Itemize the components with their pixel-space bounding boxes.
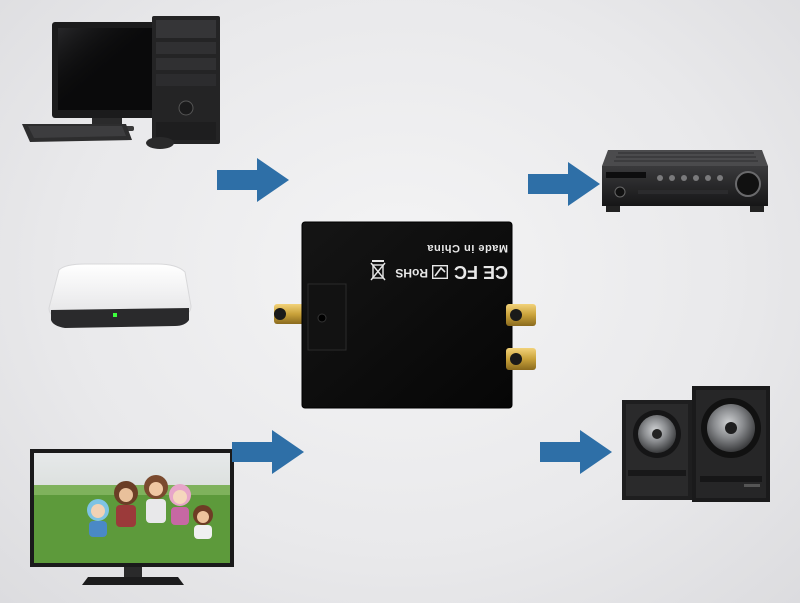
fc-mark: FC	[454, 262, 478, 282]
dac-converter-icon	[272, 216, 540, 412]
television-icon	[28, 445, 238, 590]
rohs-mark: RoHS	[395, 266, 428, 280]
set-top-box-icon	[45, 262, 195, 334]
desktop-computer-icon	[20, 12, 225, 152]
arrow-converter-to-speakers	[540, 430, 612, 474]
recycling-bin-icon	[370, 260, 386, 282]
ce-mark: CE	[482, 262, 508, 282]
converter-label: Made in China CE FC RoHS	[362, 238, 512, 284]
amplifier-receiver-icon	[598, 148, 770, 214]
speakers-icon	[618, 380, 773, 505]
arrow-computer-to-converter	[217, 158, 289, 202]
rohs-check-icon	[431, 264, 449, 280]
made-in-china-text: Made in China	[426, 242, 508, 254]
arrow-converter-to-amplifier	[528, 162, 600, 206]
arrow-tv-to-converter	[232, 430, 304, 474]
